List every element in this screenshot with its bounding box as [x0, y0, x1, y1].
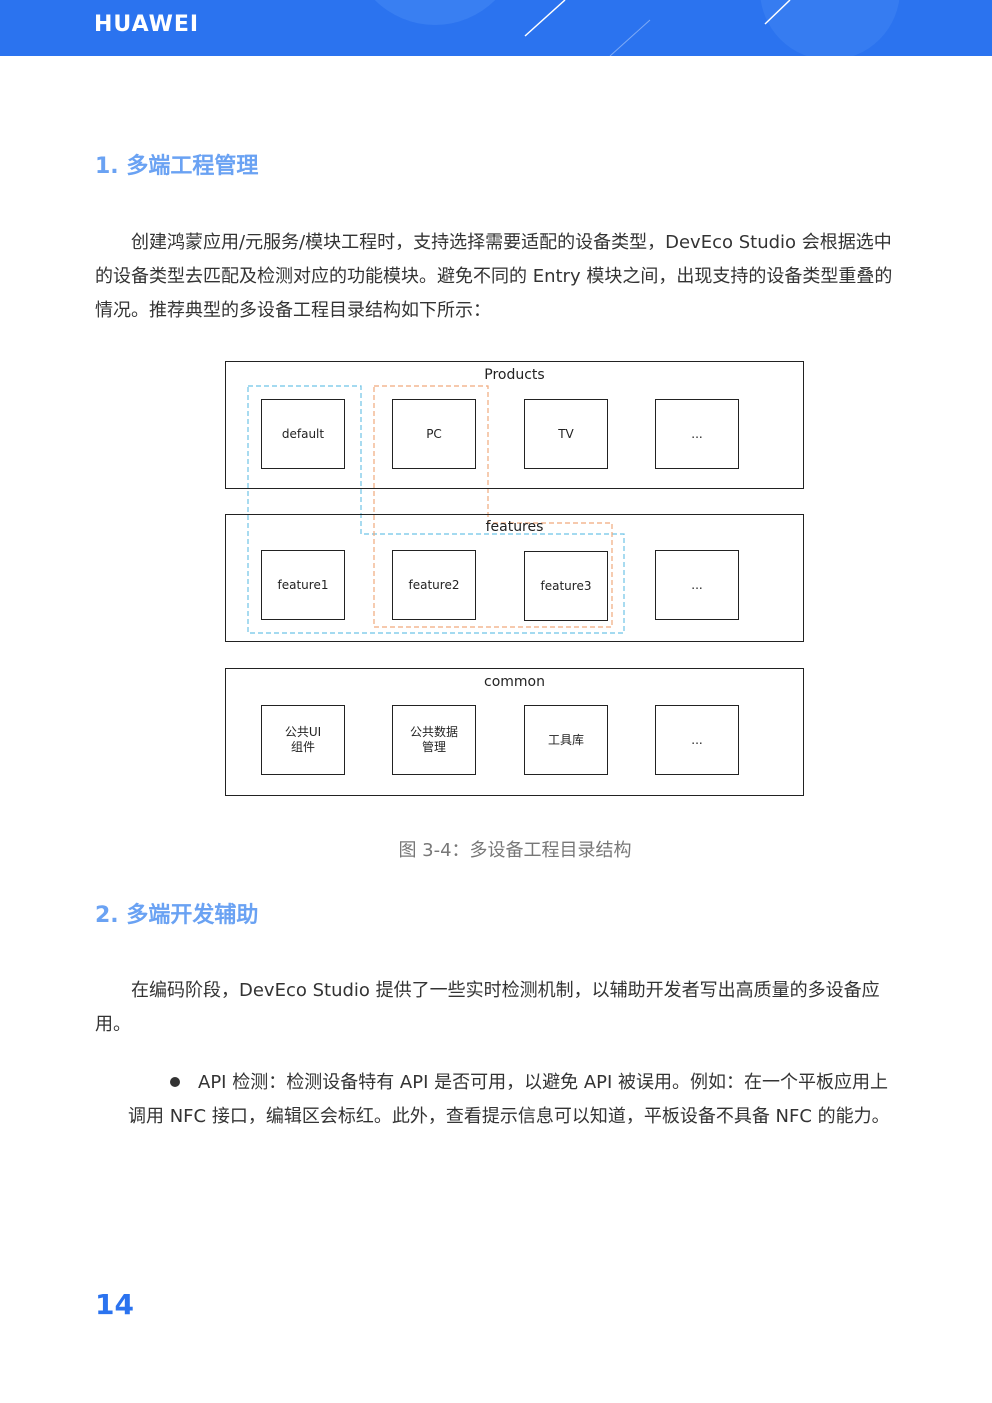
bullet-item-api-check: API 检测：检测设备特有 API 是否可用，以避免 API 被误用。例如：在一…	[128, 1066, 898, 1134]
brand-logo-text: HUAWEI	[94, 12, 200, 37]
box-feature1: feature1	[261, 550, 345, 620]
features-title: features	[485, 519, 544, 535]
box-common-data: 公共数据 管理	[392, 705, 476, 775]
box-tool-library: 工具库	[524, 705, 608, 775]
section1-paragraph: 创建鸿蒙应用/元服务/模块工程时，支持选择需要适配的设备类型，DevEco St…	[95, 232, 893, 321]
products-title: Products	[484, 367, 545, 383]
pc-group-dashed-outline	[373, 385, 613, 628]
box-features-more: ...	[655, 550, 739, 620]
box-tv: TV	[524, 399, 608, 469]
common-title: common	[484, 674, 545, 690]
common-frame: common	[225, 668, 804, 796]
page-number: 14	[95, 1288, 134, 1321]
box-common-more: ...	[655, 705, 739, 775]
section2-paragraph: 在编码阶段，DevEco Studio 提供了一些实时检测机制，以辅助开发者写出…	[95, 980, 880, 1035]
box-products-more: ...	[655, 399, 739, 469]
box-pc: PC	[392, 399, 476, 469]
features-frame: features	[225, 514, 804, 642]
page-header: HUAWEI	[0, 0, 992, 56]
section-heading-1: 1. 多端工程管理	[95, 154, 259, 179]
section-heading-2: 2. 多端开发辅助	[95, 903, 259, 928]
box-feature2: feature2	[392, 550, 476, 620]
default-group-dashed-outline	[247, 385, 625, 634]
box-common-ui: 公共UI 组件	[261, 705, 345, 775]
bullet-text: API 检测：检测设备特有 API 是否可用，以避免 API 被误用。例如：在一…	[128, 1072, 890, 1127]
figure-caption: 图 3-4：多设备工程目录结构	[398, 840, 632, 861]
box-feature3: feature3	[524, 551, 608, 621]
header-decoration	[374, 0, 900, 56]
products-frame: Products	[225, 361, 804, 489]
bullet-dot-icon	[170, 1077, 180, 1087]
box-default: default	[261, 399, 345, 469]
